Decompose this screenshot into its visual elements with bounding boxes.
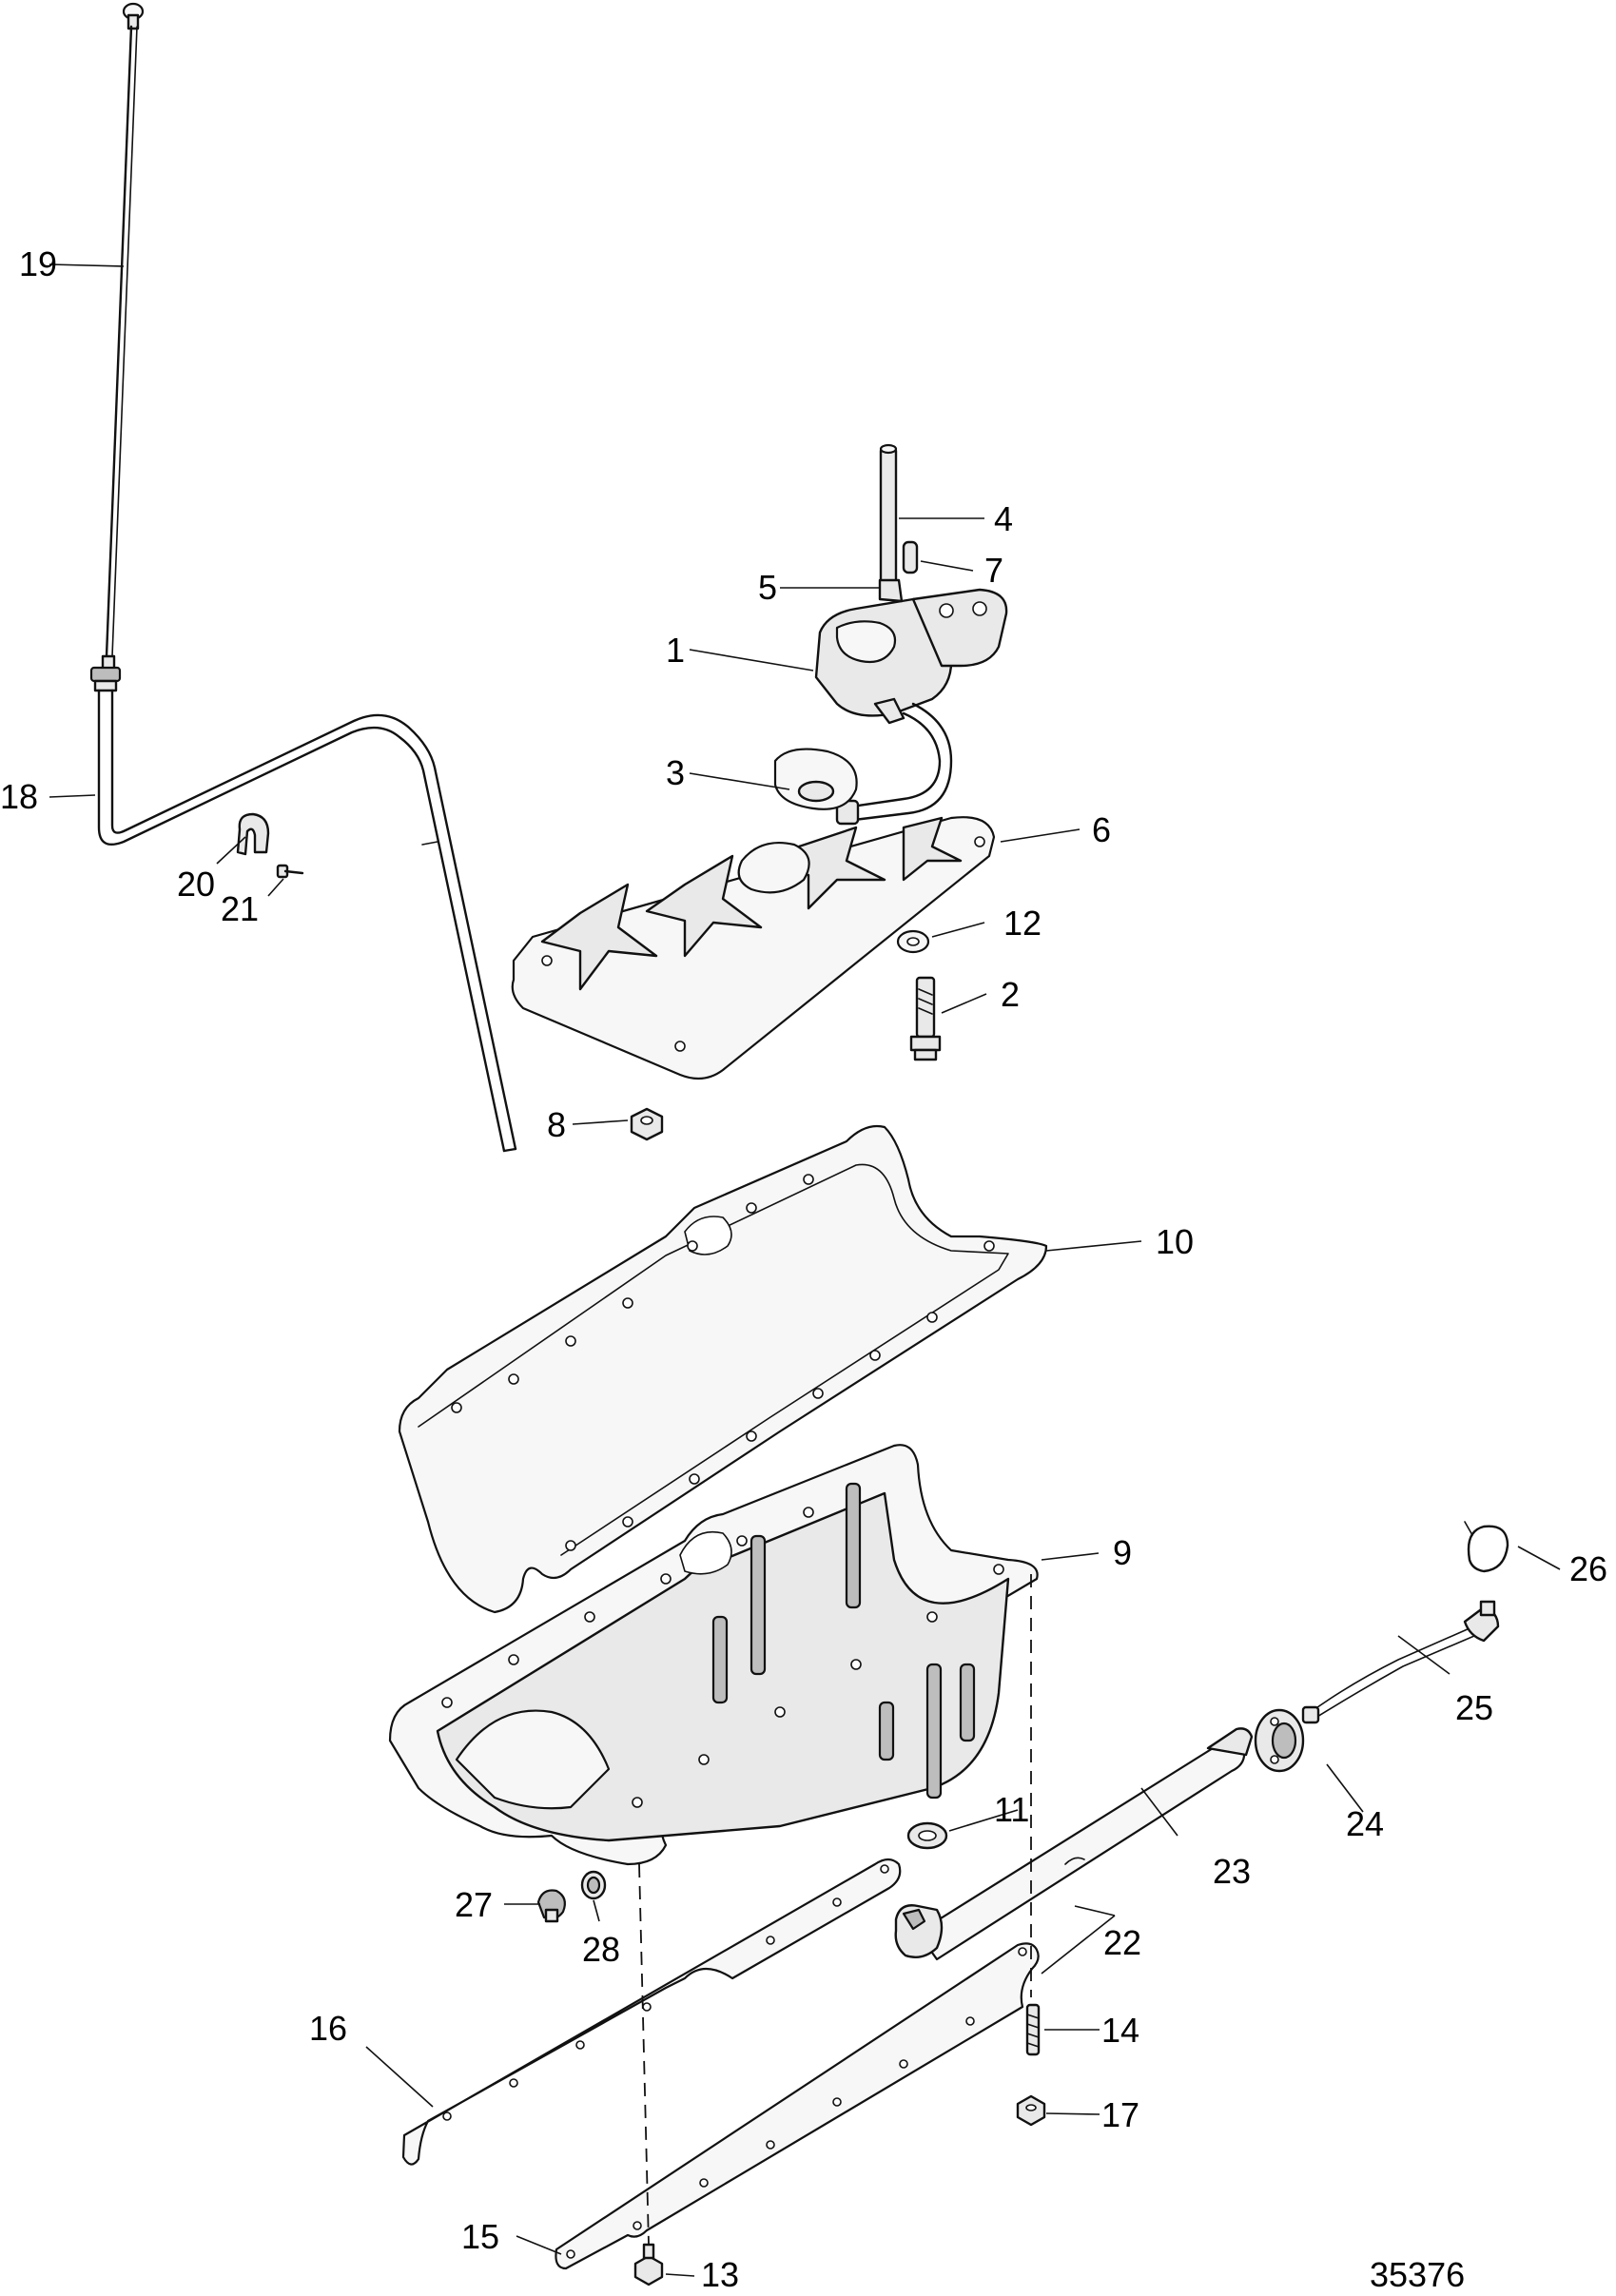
part-18-dipstick-tube xyxy=(89,666,517,1153)
part-19-dipstick xyxy=(101,2,145,675)
part-2-bolt xyxy=(909,976,942,1061)
part-1-oil-pump xyxy=(814,578,1008,725)
part-28-fitting xyxy=(580,1870,607,1900)
part-16-rail xyxy=(401,1858,902,2166)
callout-25: 25 xyxy=(1455,1688,1493,1727)
part-21-screw xyxy=(276,864,304,879)
callout-23: 23 xyxy=(1213,1852,1251,1891)
part-7-pin xyxy=(902,540,919,574)
leader-lines xyxy=(49,263,1561,2277)
callout-12: 12 xyxy=(1003,904,1042,943)
callout-13: 13 xyxy=(701,2255,739,2294)
callout-3: 3 xyxy=(666,753,685,792)
part-25-sensor xyxy=(1301,1600,1500,1724)
callout-27: 27 xyxy=(455,1885,493,1924)
callout-19: 19 xyxy=(19,244,57,283)
part-10-pan-gasket xyxy=(398,1124,1048,1614)
part-4-shaft xyxy=(879,443,898,596)
callout-labels: 19 18 20 21 4 7 5 1 3 6 12 2 8 10 9 26 2… xyxy=(0,244,1607,2294)
part-15-rail xyxy=(555,1942,1040,2270)
callout-2: 2 xyxy=(1001,975,1020,1014)
callout-20: 20 xyxy=(177,865,215,904)
callout-1: 1 xyxy=(666,631,685,670)
callout-24: 24 xyxy=(1346,1804,1384,1843)
part-27-plug xyxy=(536,1889,566,1923)
part-12-washer xyxy=(896,929,930,954)
callout-9: 9 xyxy=(1113,1533,1132,1572)
part-6-windage-tray xyxy=(511,816,996,1080)
part-pickup-tube xyxy=(835,702,953,826)
part-26-clip xyxy=(1464,1521,1509,1573)
part-13-bolt xyxy=(633,2243,664,2286)
callout-10: 10 xyxy=(1156,1222,1194,1261)
callout-11: 11 xyxy=(994,1790,1029,1829)
callout-7: 7 xyxy=(984,551,1003,590)
callout-16: 16 xyxy=(309,2009,347,2048)
part-3-pickup-screen xyxy=(773,748,858,810)
part-9-oil-pan xyxy=(388,1444,1039,1866)
callout-28: 28 xyxy=(582,1930,620,1969)
callout-6: 6 xyxy=(1092,810,1111,849)
part-8-nut xyxy=(630,1107,664,1141)
callout-8: 8 xyxy=(547,1105,566,1144)
alignment-lines xyxy=(638,1574,1032,2246)
document-number: 35376 xyxy=(1370,2255,1465,2294)
part-24-sender xyxy=(1254,1708,1305,1773)
callout-5: 5 xyxy=(758,568,777,607)
callout-21: 21 xyxy=(221,889,259,928)
part-17-nut xyxy=(1016,2094,1046,2127)
callout-26: 26 xyxy=(1569,1549,1607,1588)
callout-15: 15 xyxy=(461,2217,499,2256)
callout-22: 22 xyxy=(1103,1923,1141,1962)
part-20-clip xyxy=(236,812,270,856)
callout-18: 18 xyxy=(0,777,38,816)
part-23-tube xyxy=(894,1727,1254,1961)
callout-4: 4 xyxy=(994,499,1013,538)
callout-17: 17 xyxy=(1101,2095,1139,2134)
part-14-stud xyxy=(1025,2003,1041,2056)
callout-14: 14 xyxy=(1101,2011,1139,2050)
part-11-washer xyxy=(906,1821,948,1850)
